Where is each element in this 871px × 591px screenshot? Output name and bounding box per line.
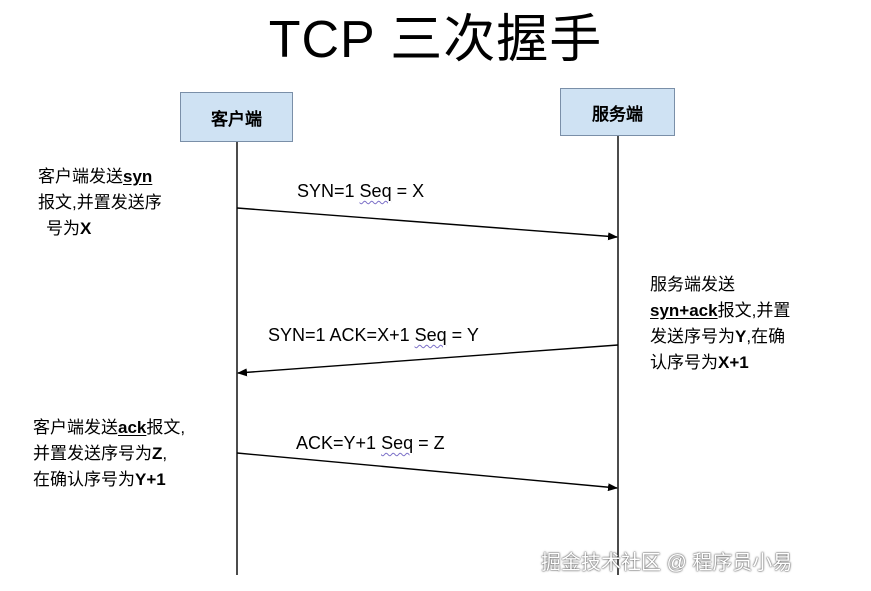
note-text: 报文,并置 xyxy=(717,301,791,320)
ack-message-label: ACK=Y+1 Seq = Z xyxy=(296,432,445,454)
note-text: 发送序号为 xyxy=(650,327,735,346)
syn-ack-message-text: SYN=1 ACK=X+1 xyxy=(268,325,415,345)
note-keyword: syn xyxy=(123,167,153,186)
syn-seq-word: Seq xyxy=(359,181,392,201)
syn-arrow xyxy=(236,207,618,241)
note-keyword: Y+1 xyxy=(135,470,166,489)
server-step2-note: 服务端发送 syn+ack报文,并置 发送序号为Y,在确 认序号为X+1 xyxy=(650,272,790,376)
note-text: ,在确 xyxy=(746,327,786,346)
note-text: 并置发送序号为 xyxy=(33,444,152,463)
syn-ack-message-label: SYN=1 ACK=X+1 Seq = Y xyxy=(268,324,479,346)
client-node: 客户端 xyxy=(180,92,293,142)
syn-ack-seq-value: = Y xyxy=(446,325,479,345)
ack-seq-value: = Z xyxy=(413,433,445,453)
note-text: 客户端发送 xyxy=(33,418,118,437)
diagram-title: TCP 三次握手 xyxy=(268,11,603,69)
note-text: 认序号为 xyxy=(650,353,718,372)
note-text: 报文,并置发送序 xyxy=(38,193,162,212)
syn-ack-arrow xyxy=(237,344,619,377)
ack-seq-word: Seq xyxy=(381,433,414,453)
client-step1-note: 客户端发送syn 报文,并置发送序 号为X xyxy=(38,164,162,242)
watermark: 掘金技术社区 @ 程序员小易 xyxy=(541,552,793,574)
note-keyword: syn+ack xyxy=(650,301,718,320)
note-keyword: X xyxy=(80,219,92,238)
note-keyword: ack xyxy=(118,418,147,437)
note-text: 客户端发送 xyxy=(38,167,123,186)
note-text: 在确认序号为 xyxy=(33,470,135,489)
syn-message-label: SYN=1 Seq = X xyxy=(297,180,424,202)
server-node: 服务端 xyxy=(560,88,675,136)
syn-ack-seq-word: Seq xyxy=(414,325,447,345)
note-keyword: Y xyxy=(735,327,747,346)
client-node-label: 客户端 xyxy=(211,109,262,129)
note-keyword: X+1 xyxy=(718,353,749,372)
note-text: 号为 xyxy=(46,219,80,238)
client-step3-note: 客户端发送ack报文, 并置发送序号为Z, 在确认序号为Y+1 xyxy=(33,415,185,493)
note-keyword: Z xyxy=(152,444,163,463)
server-node-label: 服务端 xyxy=(592,104,643,124)
note-text: 报文, xyxy=(146,418,186,437)
note-text: 服务端发送 xyxy=(650,275,735,294)
ack-arrow xyxy=(236,452,618,492)
syn-seq-value: = X xyxy=(391,181,425,201)
ack-message-text: ACK=Y+1 xyxy=(296,433,382,453)
note-text: , xyxy=(162,444,168,463)
syn-message-text: SYN=1 xyxy=(297,181,360,201)
